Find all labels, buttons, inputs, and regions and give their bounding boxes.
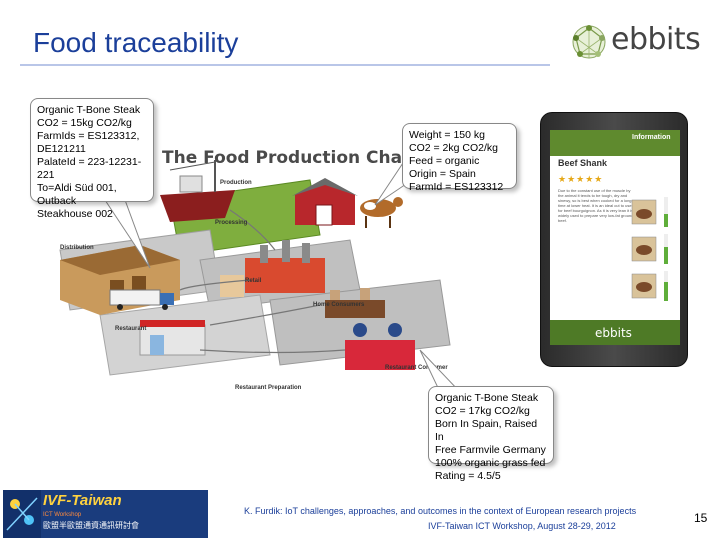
stage-label: Production [220,180,252,186]
phone-header: Information [550,130,680,156]
steak-origin-callout: Organic T-Bone Steak CO2 = 15kg CO2/kg F… [30,98,154,220]
banner-chinese-title: 歐盟半歐盟通資通訊研討會 [43,521,139,530]
phone-footer: ebbits [550,320,680,345]
banner-subtitle: ICT Workshop [43,512,82,518]
rating-stars: ★★★★★ [558,174,604,184]
event-name: IVF-Taiwan ICT Workshop, August 28-29, 2… [428,521,616,531]
phone-footer-logo: ebbits [595,326,632,340]
smartphone: Information Beef Shank ★★★★★ Due to the … [540,112,688,367]
diagram-title: The Food Production Chain [162,148,421,168]
phone-screen: Information Beef Shank ★★★★★ Due to the … [550,130,680,345]
tab-information[interactable]: Information [632,134,671,141]
stage-label: Home Consumers [313,302,365,308]
credit-text: IoT challenges, approaches, and outcomes… [282,506,637,516]
delivery-truck-icon [109,289,174,310]
product-images [631,197,668,301]
fishing-boat-icon [160,160,235,222]
barn-icon [292,178,358,226]
stage-label: Restaurant [115,326,147,332]
consumer-view-callout: Organic T-Bone Steak CO2 = 17kg CO2/kg B… [428,386,554,482]
stage-label: Processing [215,220,248,226]
stage-label: Retail [245,278,262,284]
stage-label: Distribution [60,245,94,251]
food-production-chain-diagram: The Food Production Chain Production Pro… [20,140,460,400]
beef-info-callout: Weight = 150 kg CO2 = 2kg CO2/kg Feed = … [402,123,517,193]
production-chain-illustration [59,160,451,376]
stage-label: Restaurant Consumer [385,365,448,371]
presentation-credit: K. Furdik: IoT challenges, approaches, a… [244,506,636,516]
credit-author: K. Furdik: [244,506,283,516]
circuit-graphic-icon [3,490,41,538]
restaurant-table-icon [345,323,415,370]
title-divider [20,64,550,66]
retail-store-icon [139,320,206,356]
ebbits-sphere-icon [572,25,606,59]
page-number: 15 [694,511,708,525]
slide-title: Food traceability [33,27,239,58]
home-consumer-icon [325,288,385,318]
stage-label: Restaurant Preparation [235,385,302,391]
logo-text: ebbits [611,22,701,57]
event-banner: IVF-Taiwan ICT Workshop 歐盟半歐盟通資通訊研討會 [3,490,208,538]
banner-title: IVF-Taiwan [43,492,122,509]
cow-icon [360,197,403,228]
product-description: Due to the constant use of the muscle by… [558,188,634,223]
product-title: Beef Shank [558,158,608,168]
ebbits-logo: ebbits [568,18,708,70]
